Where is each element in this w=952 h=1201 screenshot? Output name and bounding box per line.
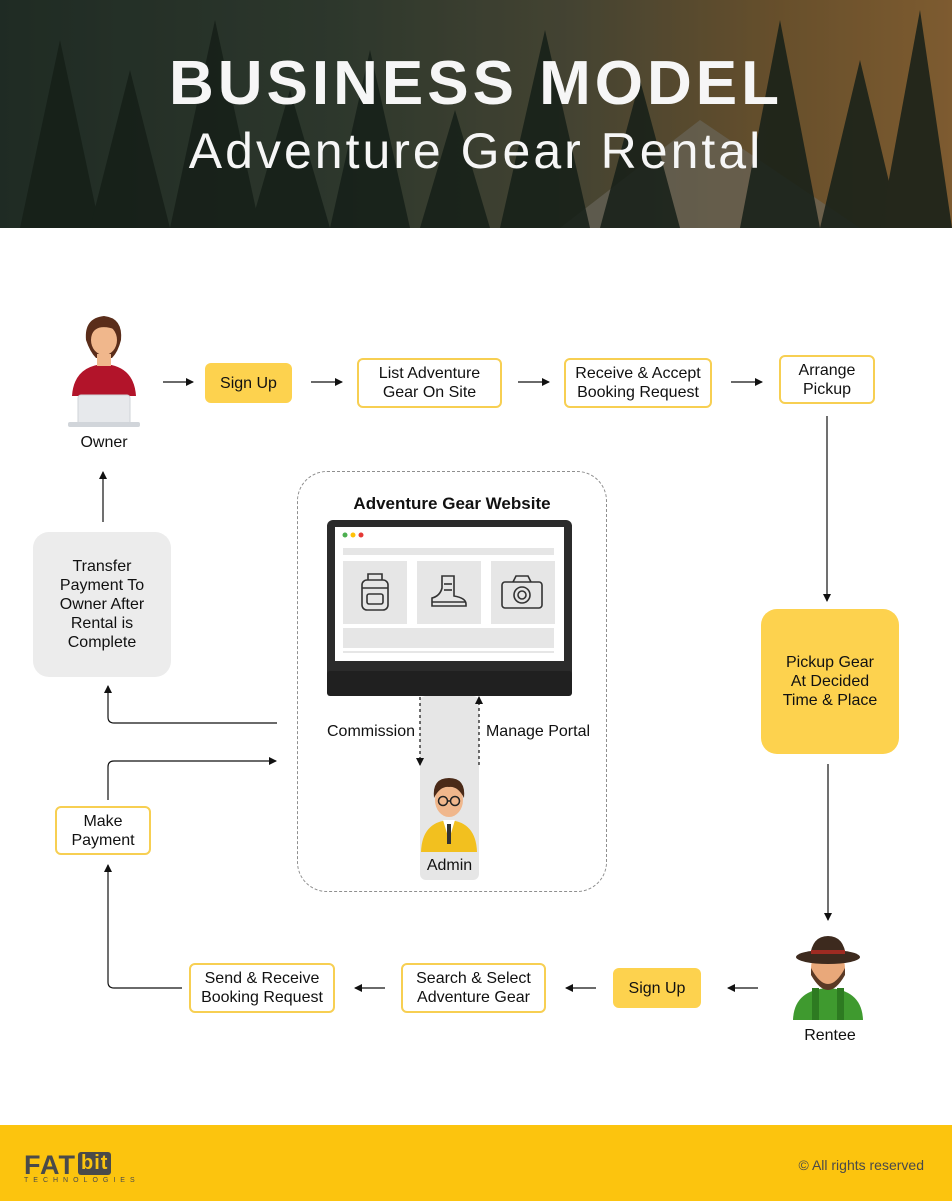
make-payment-step: Make Payment: [55, 806, 151, 855]
logo-subtitle: TECHNOLOGIES: [24, 1177, 140, 1184]
logo-main-text: FAT: [24, 1150, 76, 1180]
rentee-sign-up-step: Sign Up: [613, 968, 701, 1008]
pickup-gear-step: Pickup Gear At Decided Time & Place: [761, 609, 899, 754]
website-panel: [297, 471, 607, 892]
send-receive-booking-step: Send & Receive Booking Request: [189, 963, 335, 1013]
owner-sign-up-step: Sign Up: [205, 363, 292, 403]
arrow-website-transfer: [108, 686, 277, 723]
search-select-step: Search & Select Adventure Gear: [401, 963, 546, 1013]
admin-label: Admin: [420, 857, 479, 875]
manage-portal-label: Manage Portal: [480, 723, 596, 741]
commission-label: Commission: [322, 723, 420, 741]
owner-icon: [68, 316, 140, 427]
logo-accent-text: bit: [78, 1152, 111, 1175]
receive-booking-step: Receive & Accept Booking Request: [564, 358, 712, 408]
arrow-makepayment-website: [108, 761, 276, 800]
arrange-pickup-step: Arrange Pickup: [779, 355, 875, 404]
list-gear-step: List Adventure Gear On Site: [357, 358, 502, 408]
arrow-send-makepayment: [108, 865, 182, 988]
rentee-icon: [793, 936, 863, 1020]
owner-label: Owner: [64, 434, 144, 452]
transfer-payment-step: Transfer Payment To Owner After Rental i…: [33, 532, 171, 677]
copyright-text: © All rights reserved: [799, 1157, 924, 1173]
rentee-label: Rentee: [790, 1027, 870, 1045]
website-panel-title: Adventure Gear Website: [297, 494, 607, 514]
